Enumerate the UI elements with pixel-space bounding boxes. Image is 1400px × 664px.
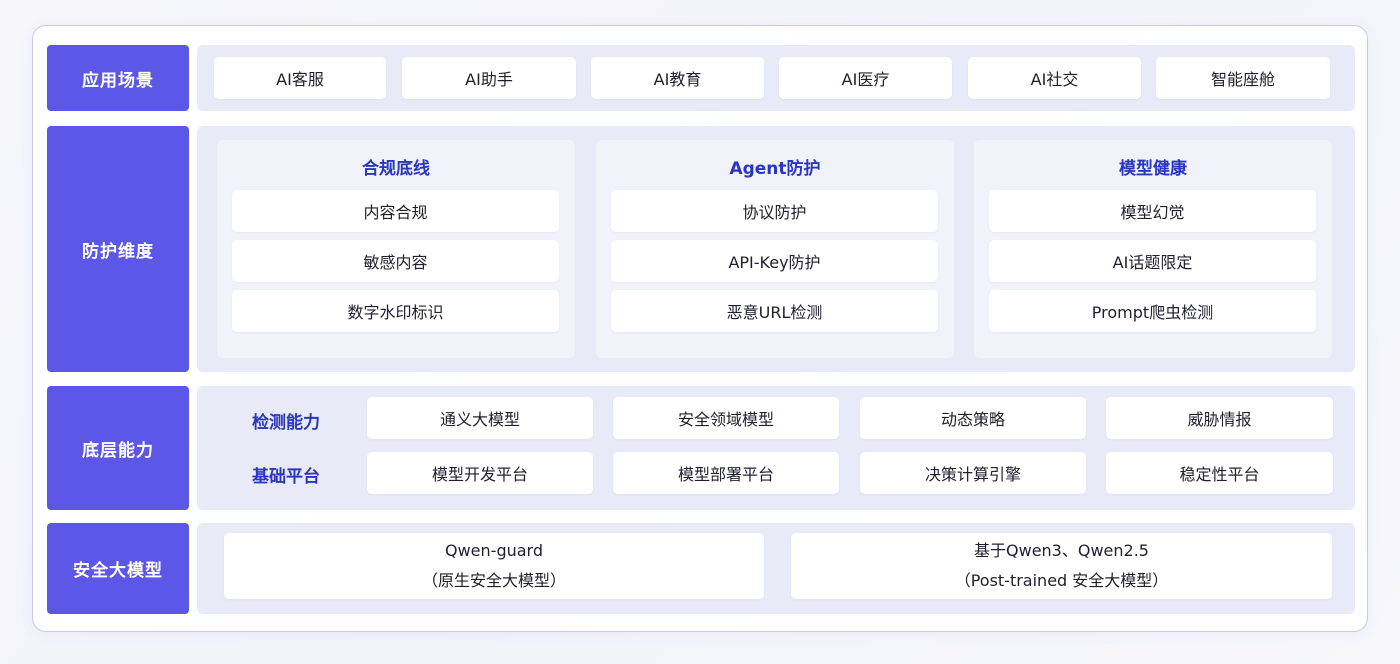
scenario-chip: AI助手 [402, 57, 576, 99]
protection-chip: API-Key防护 [611, 240, 938, 282]
scenario-chip: AI教育 [591, 57, 764, 99]
capability-chip: 模型部署平台 [613, 452, 839, 494]
scenario-chip: AI医疗 [779, 57, 952, 99]
protection-column-agent: Agent防护 协议防护 API-Key防护 恶意URL检测 [596, 140, 954, 358]
capability-chip: 模型开发平台 [367, 452, 593, 494]
models-row: 安全大模型 Qwen-guard （原生安全大模型） 基于Qwen3、Qwen2… [47, 523, 1355, 614]
capability-chip: 安全领域模型 [613, 397, 839, 439]
protection-chip: Prompt爬虫检测 [989, 290, 1316, 332]
model-description: （原生安全大模型） [421, 571, 566, 590]
models-label: 安全大模型 [47, 523, 189, 614]
protection-chip: AI话题限定 [989, 240, 1316, 282]
column-title: 模型健康 [1119, 159, 1187, 179]
scenario-chip: 智能座舱 [1156, 57, 1330, 99]
model-description: （Post-trained 安全大模型） [954, 571, 1169, 590]
protection-label: 防护维度 [47, 126, 189, 372]
scenario-chip: AI社交 [968, 57, 1141, 99]
capability-subtitle: 基础平台 [252, 467, 320, 487]
scenarios-label: 应用场景 [47, 45, 189, 111]
capability-label: 底层能力 [47, 386, 189, 510]
scenarios-row: 应用场景 AI客服 AI助手 AI教育 AI医疗 AI社交 智能座舱 [47, 45, 1355, 111]
model-name: Qwen-guard [445, 541, 543, 560]
protection-chip: 协议防护 [611, 190, 938, 232]
protection-chip: 模型幻觉 [989, 190, 1316, 232]
capability-chip: 稳定性平台 [1106, 452, 1333, 494]
protection-chip: 数字水印标识 [232, 290, 559, 332]
protection-row: 防护维度 合规底线 内容合规 敏感内容 数字水印标识 Agent防护 协议防护 … [47, 126, 1355, 372]
capability-row: 底层能力 检测能力 通义大模型 安全领域模型 动态策略 威胁情报 基础平台 模型… [47, 386, 1355, 510]
protection-chip: 敏感内容 [232, 240, 559, 282]
capability-panel: 检测能力 通义大模型 安全领域模型 动态策略 威胁情报 基础平台 模型开发平台 … [197, 386, 1355, 510]
capability-chip: 动态策略 [860, 397, 1086, 439]
scenario-chip: AI客服 [214, 57, 386, 99]
column-title: 合规底线 [362, 159, 430, 179]
protection-panel: 合规底线 内容合规 敏感内容 数字水印标识 Agent防护 协议防护 API-K… [197, 126, 1355, 372]
protection-chip: 内容合规 [232, 190, 559, 232]
capability-chip: 决策计算引擎 [860, 452, 1086, 494]
model-name: 基于Qwen3、Qwen2.5 [974, 541, 1149, 560]
capability-chip: 威胁情报 [1106, 397, 1333, 439]
model-card-post-trained: 基于Qwen3、Qwen2.5 （Post-trained 安全大模型） [791, 533, 1332, 599]
architecture-frame: 应用场景 AI客服 AI助手 AI教育 AI医疗 AI社交 智能座舱 防护维度 … [32, 25, 1368, 632]
protection-column-compliance: 合规底线 内容合规 敏感内容 数字水印标识 [217, 140, 575, 358]
column-title: Agent防护 [729, 159, 821, 179]
model-card-qwen-guard: Qwen-guard （原生安全大模型） [224, 533, 764, 599]
protection-chip: 恶意URL检测 [611, 290, 938, 332]
capability-chip: 通义大模型 [367, 397, 593, 439]
scenarios-panel: AI客服 AI助手 AI教育 AI医疗 AI社交 智能座舱 [197, 45, 1355, 111]
capability-subtitle: 检测能力 [252, 413, 320, 433]
models-panel: Qwen-guard （原生安全大模型） 基于Qwen3、Qwen2.5 （Po… [197, 523, 1355, 614]
protection-column-model-health: 模型健康 模型幻觉 AI话题限定 Prompt爬虫检测 [974, 140, 1332, 358]
